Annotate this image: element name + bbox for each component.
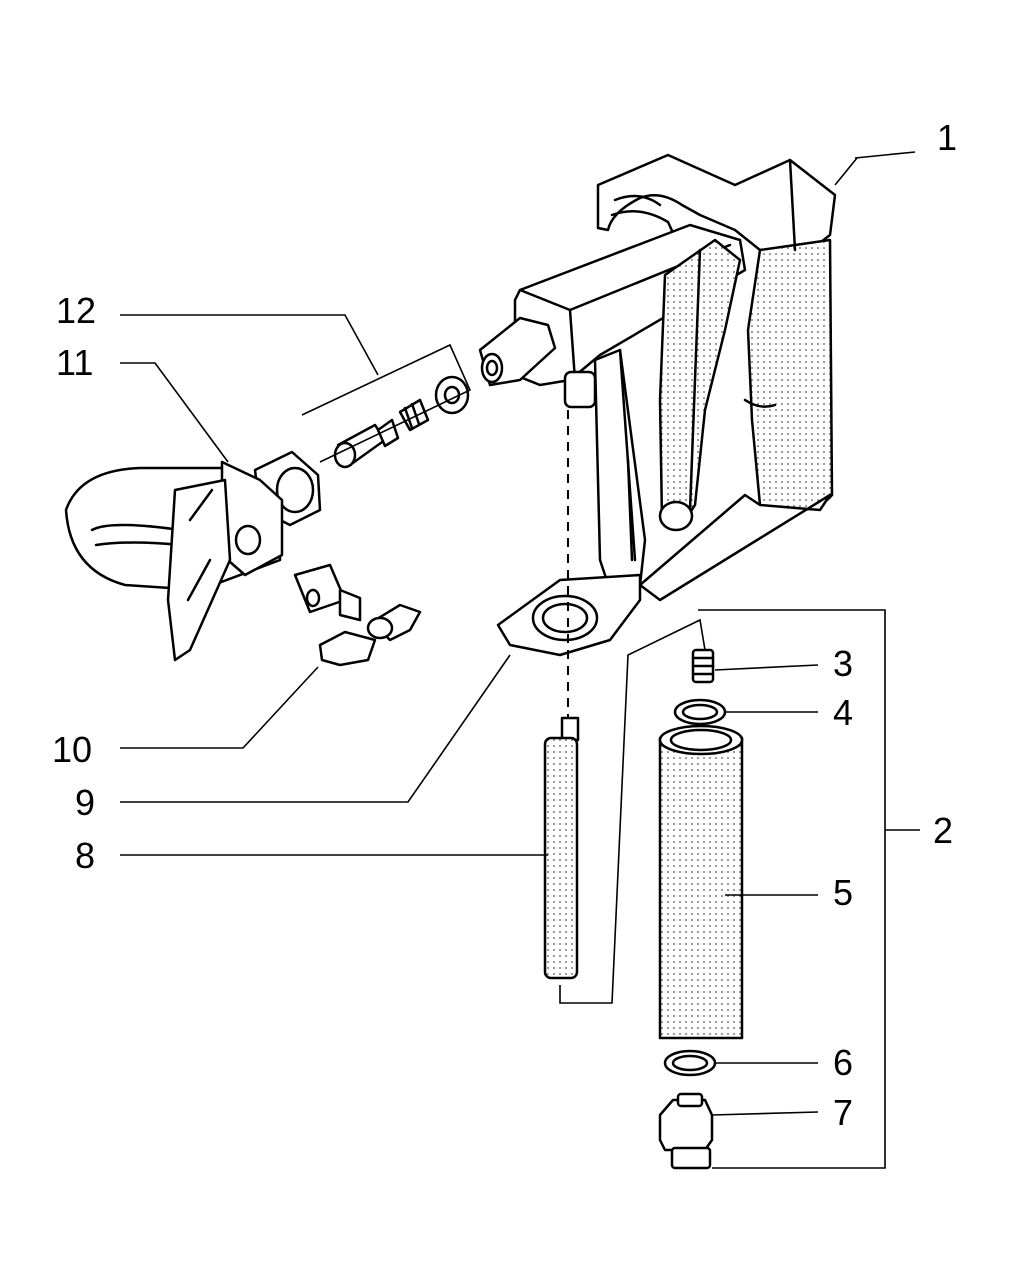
valve-assembly [333, 375, 470, 469]
label-part-12: 12 [56, 290, 96, 331]
label-part-11: 11 [56, 342, 93, 383]
label-part-6: 6 [833, 1042, 853, 1083]
label-part-2: 2 [933, 810, 953, 851]
label-part-7: 7 [833, 1092, 853, 1133]
label-part-3: 3 [833, 643, 853, 684]
filter-housing [658, 648, 744, 1170]
gun-body [478, 153, 837, 657]
leader-lines [120, 151, 920, 1169]
callout-labels: 1 2 3 4 5 6 7 8 9 10 11 12 [52, 117, 957, 1133]
label-part-10: 10 [52, 729, 92, 770]
label-part-8: 8 [75, 835, 95, 876]
label-part-9: 9 [75, 782, 95, 823]
spray-tip [293, 563, 422, 667]
label-part-4: 4 [833, 692, 853, 733]
filter-element [543, 410, 580, 980]
label-part-1: 1 [937, 117, 957, 158]
label-part-5: 5 [833, 872, 853, 913]
tip-guard [64, 450, 322, 662]
